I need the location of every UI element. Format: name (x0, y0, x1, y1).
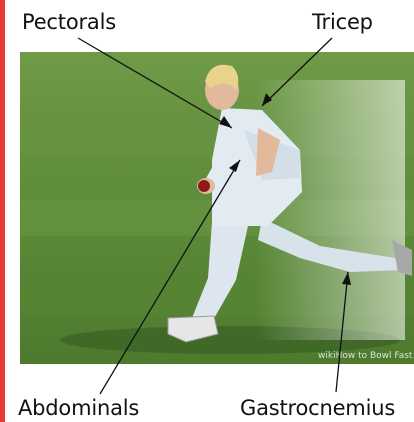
pectorals-label: Pectorals (22, 12, 116, 33)
gastrocnemius-label: Gastrocnemius (240, 398, 395, 419)
tricep-label: Tricep (312, 12, 373, 33)
bowler-photo: wikiHow to Bowl Fast in (20, 52, 414, 364)
abdominals-label: Abdominals (18, 398, 139, 419)
watermark-text: wikiHow to Bowl Fast in (318, 351, 414, 361)
left-red-border (0, 0, 5, 422)
cricket-ball (198, 180, 210, 192)
